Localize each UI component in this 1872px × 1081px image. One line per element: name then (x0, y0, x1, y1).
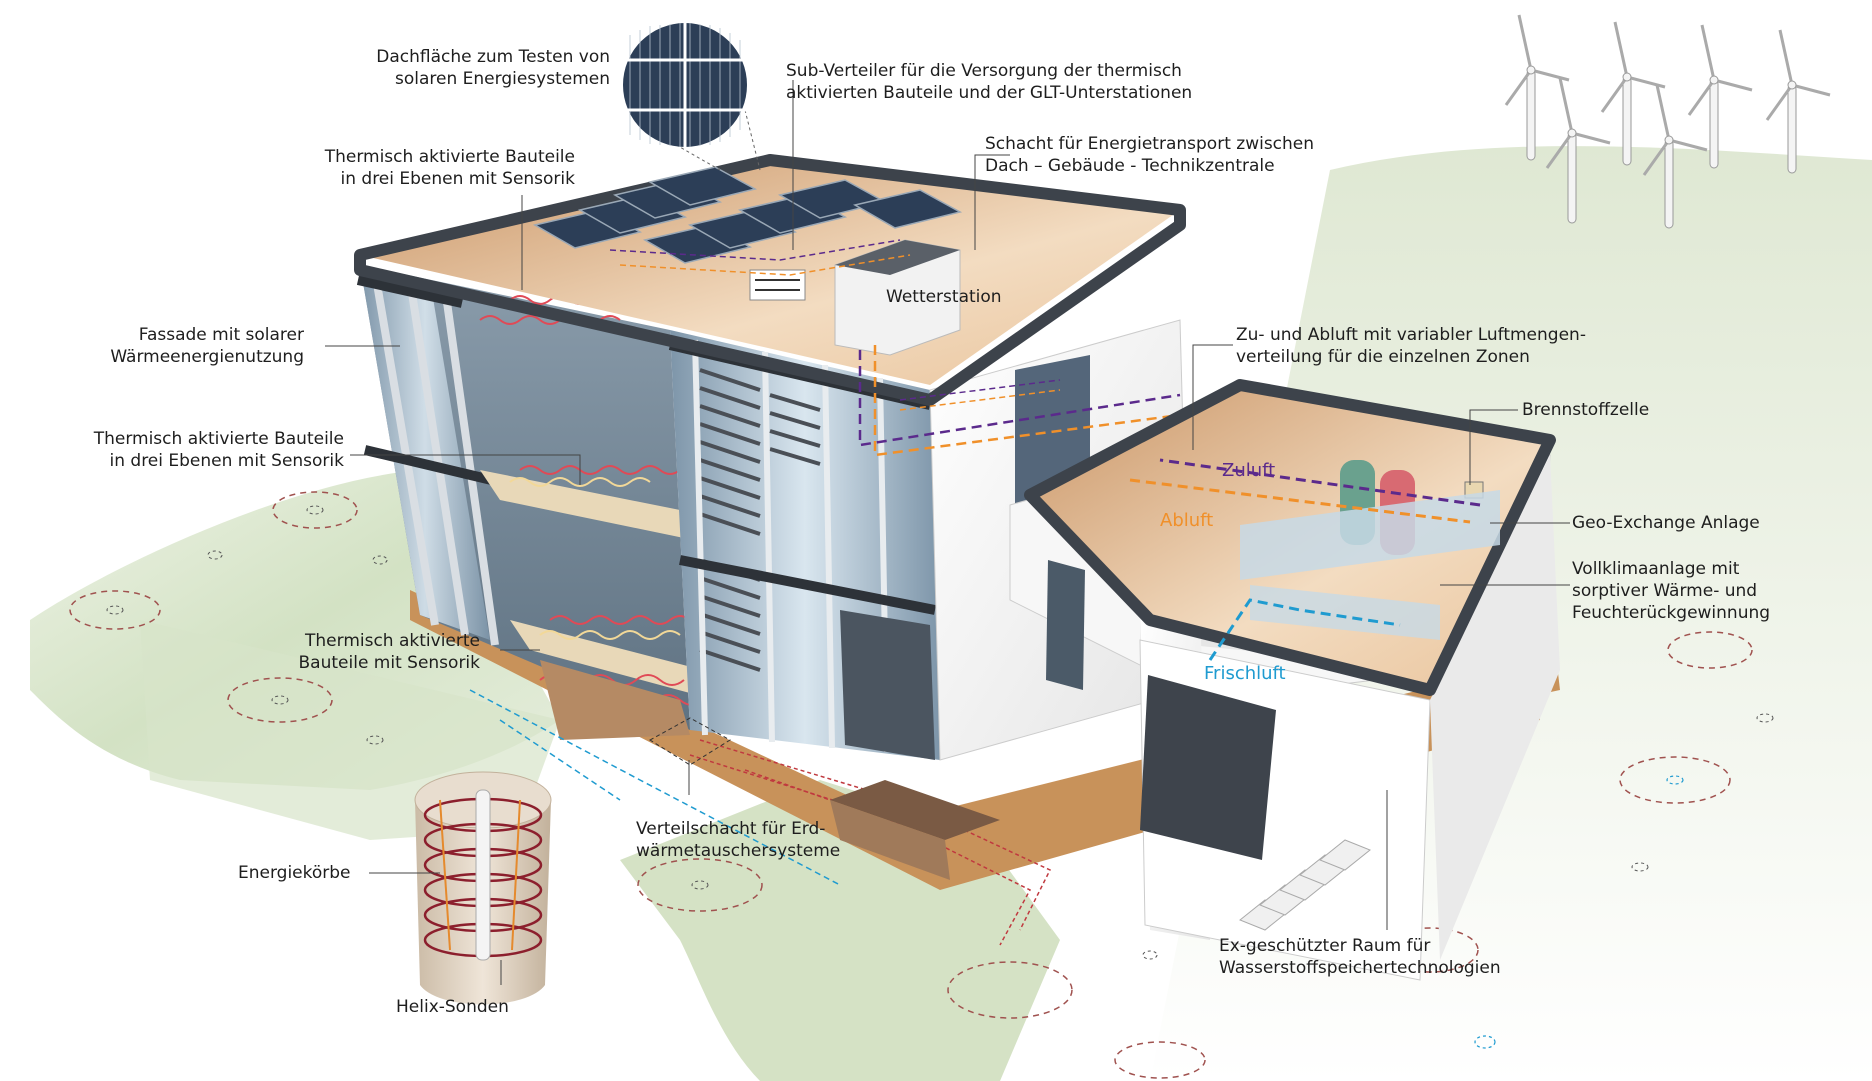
label-fuel-cell: Brennstoffzelle (1522, 400, 1650, 420)
label-sub-distributor: Sub-Verteiler für die Versorgung der the… (786, 61, 1193, 103)
flow-label-abluft: Abluft (1160, 510, 1214, 531)
air-ducts-main (858, 345, 1181, 457)
label-thermal-components-bottom: Thermisch aktivierte Bauteile mit Sensor… (298, 631, 480, 673)
label-helix-probes: Helix-Sonden (396, 997, 509, 1017)
label-thermal-components-mid: Thermisch aktivierte Bauteile in drei Eb… (93, 429, 344, 471)
hydrogen-room-door (1140, 675, 1276, 860)
label-hydrogen-room: Ex-geschützter Raum für Wasserstoffspeic… (1219, 936, 1501, 978)
label-air-distribution: Zu- und Abluft mit variabler Luftmengen-… (1236, 325, 1586, 367)
label-energy-shaft: Schacht für Energietransport zwischen Da… (985, 134, 1315, 176)
flow-label-frischluft: Frischluft (1204, 663, 1286, 684)
label-hvac: Vollklimaanlage mit sorptiver Wärme- und… (1572, 559, 1771, 623)
helix-probe (475, 789, 491, 961)
label-geo-exchange: Geo-Exchange Anlage (1572, 513, 1760, 533)
earth-pit (830, 780, 1000, 840)
label-solar-roof: Dachfläche zum Testen von solaren Energi… (376, 47, 610, 89)
flow-label-zuluft: Zuluft (1222, 460, 1276, 481)
ground-markers (69, 491, 1753, 1079)
leader-lines (325, 80, 1570, 985)
stairs (1239, 839, 1371, 931)
ground-pipes (689, 739, 1052, 946)
label-energy-baskets: Energiekörbe (238, 863, 351, 883)
facade-fins (371, 271, 499, 646)
label-thermal-components-top: Thermisch aktivierte Bauteile in drei Eb… (324, 147, 575, 189)
louvres (699, 368, 821, 672)
solar-panels (532, 166, 963, 264)
geo-exchange-duct (1240, 490, 1500, 580)
solar-cell-magnifier (623, 23, 747, 147)
label-distribution-shaft: Verteilschacht für Erd- wärmetauschersys… (636, 819, 841, 861)
label-weather-station: Wetterstation (886, 287, 1002, 307)
wind-turbines (1504, 14, 1831, 229)
label-facade: Fassade mit solarer Wärmeenergienutzung (110, 325, 304, 367)
